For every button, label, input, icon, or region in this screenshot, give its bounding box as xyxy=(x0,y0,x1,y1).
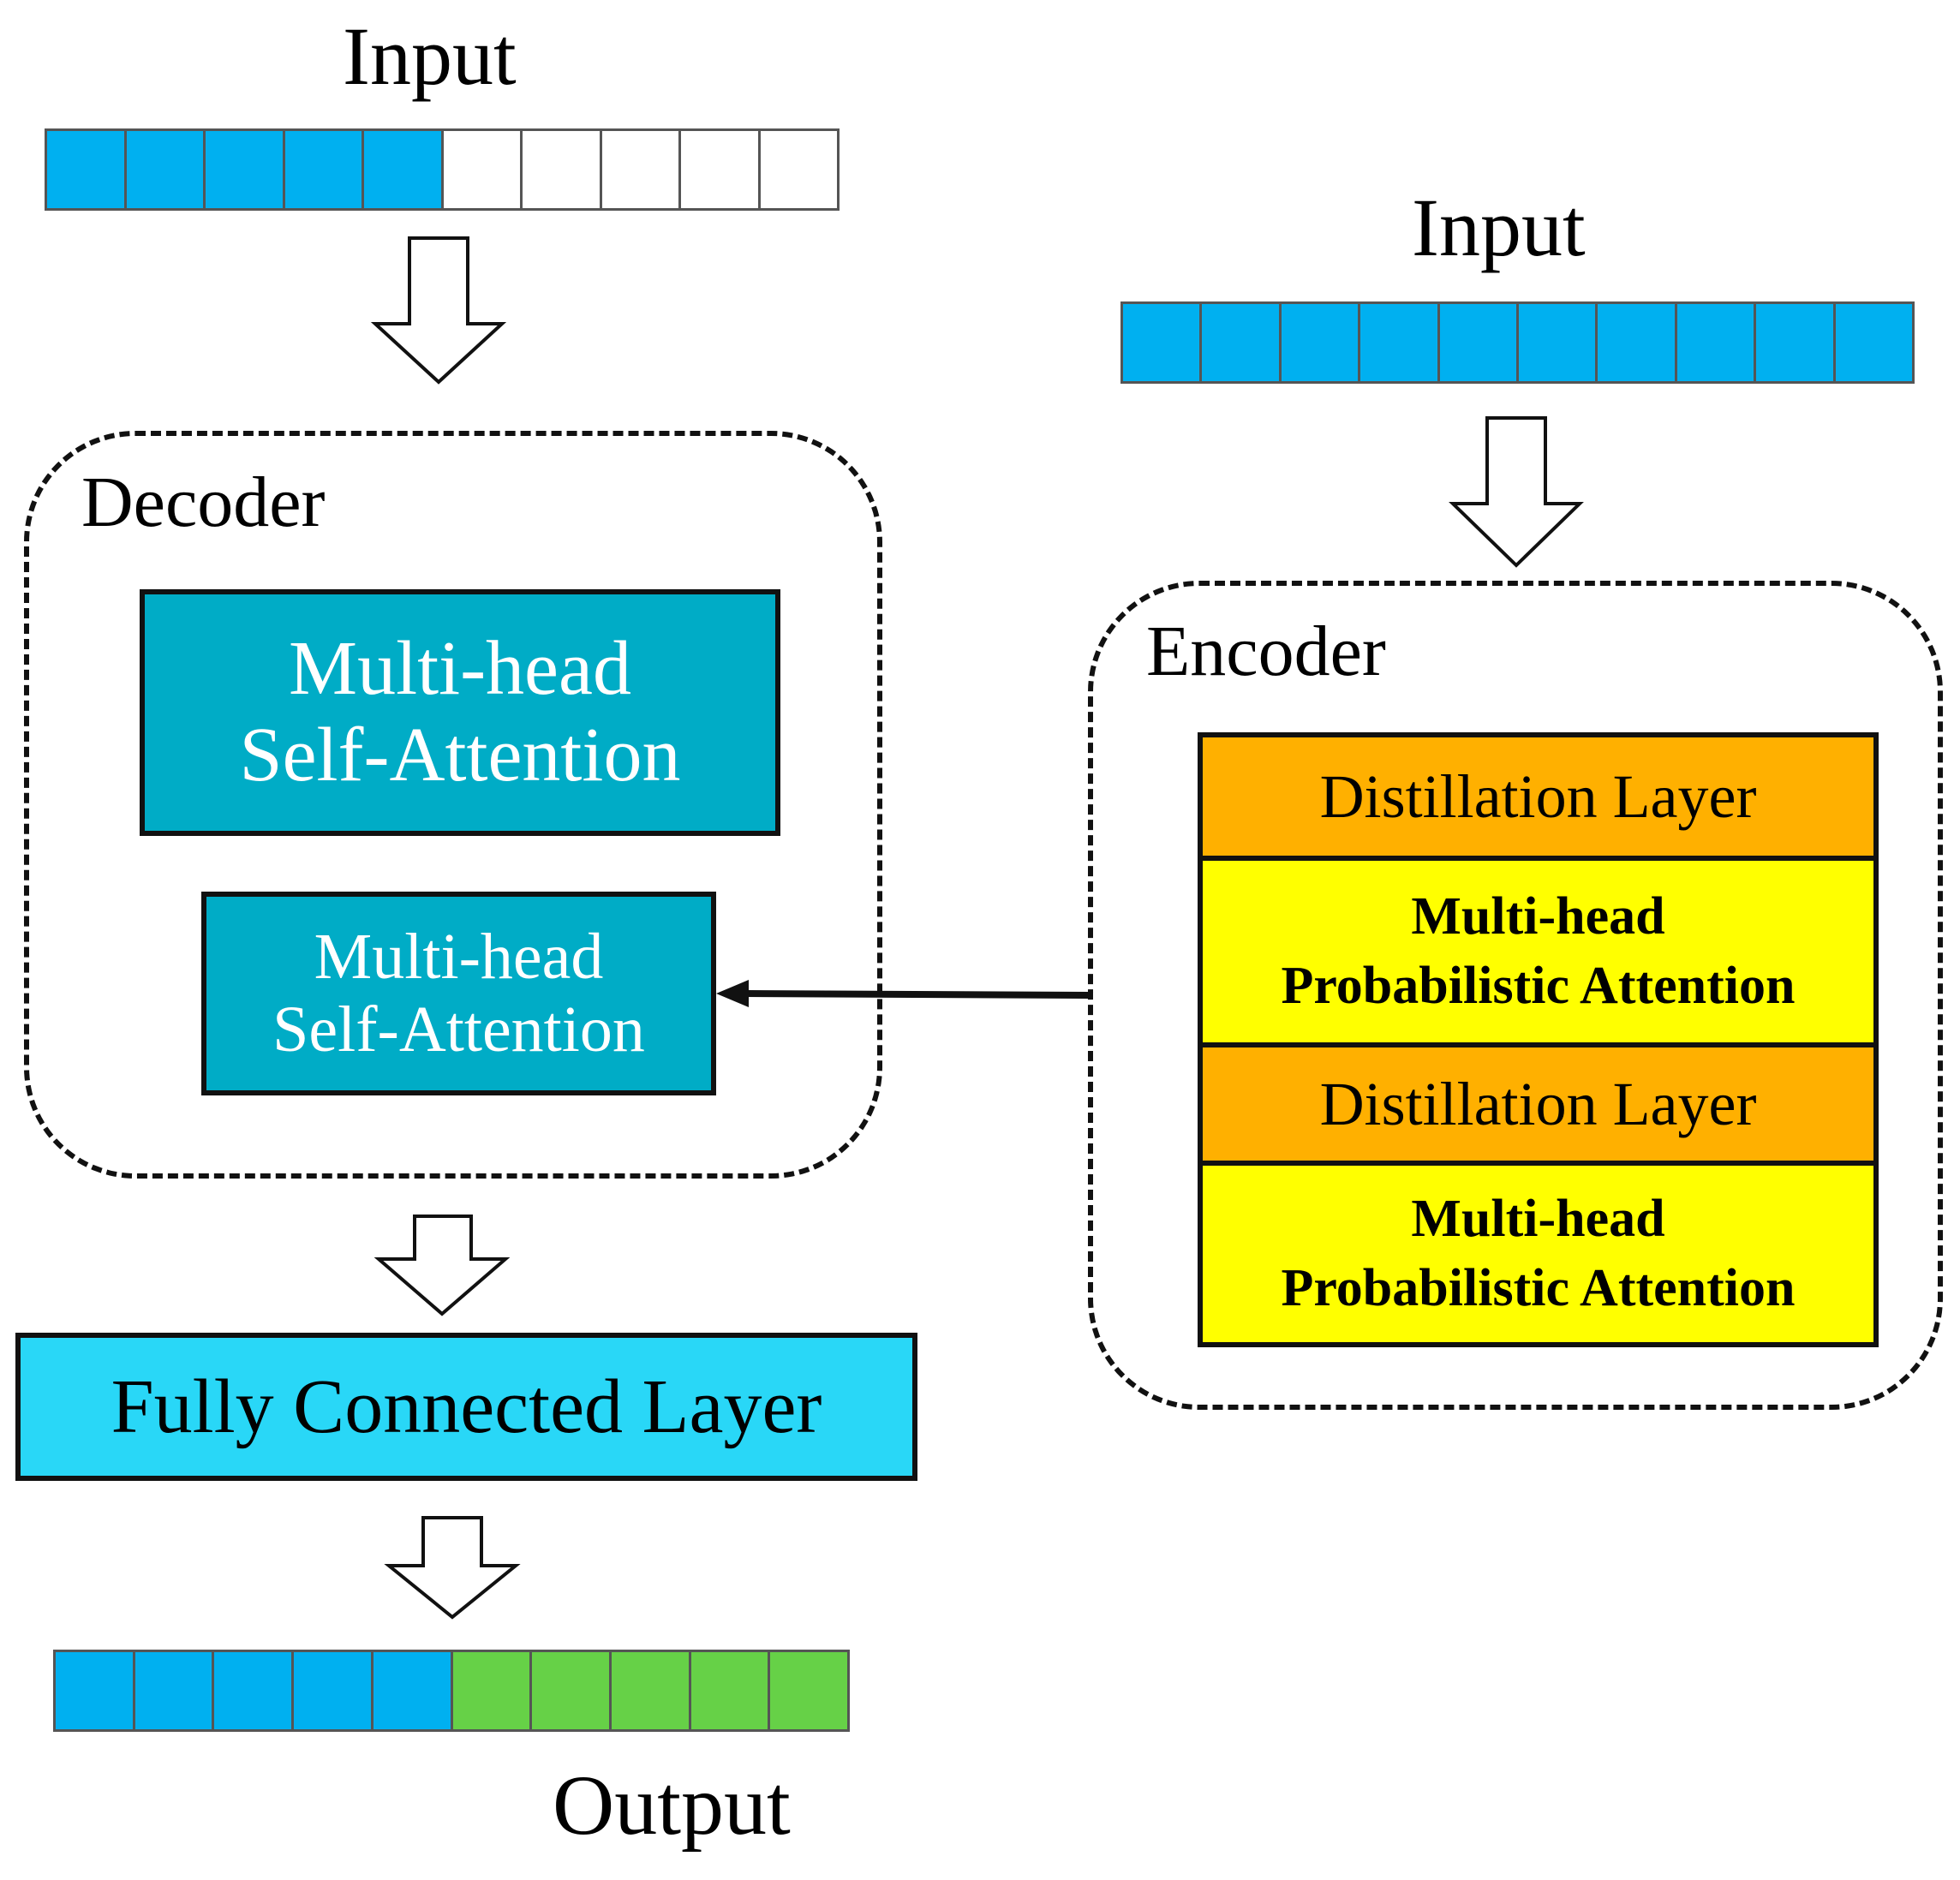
sequence-cell xyxy=(126,131,206,208)
probabilistic-attention-layer: Multi-head Probabilistic Attention xyxy=(1203,861,1873,1047)
sequence-cell xyxy=(214,1652,295,1729)
distillation-layer: Distillation Layer xyxy=(1203,1047,1873,1166)
distillation-layer-label: Distillation Layer xyxy=(1319,761,1757,831)
sequence-cell xyxy=(373,1652,453,1729)
sequence-cell xyxy=(601,131,681,208)
sequence-cell xyxy=(611,1652,691,1729)
sequence-cell xyxy=(1281,304,1361,381)
sequence-cell xyxy=(690,1652,771,1729)
output-sequence xyxy=(53,1650,850,1732)
sequence-cell xyxy=(56,1652,135,1729)
attention-layer-line2: Probabilistic Attention xyxy=(1281,1259,1796,1317)
distillation-layer-label: Distillation Layer xyxy=(1319,1069,1757,1138)
down-arrow-icon xyxy=(373,1215,511,1316)
attention-layer-line1: Multi-head xyxy=(1411,887,1665,946)
sequence-cell xyxy=(134,1652,215,1729)
sequence-cell xyxy=(1598,304,1677,381)
attention-layer-line1: Multi-head xyxy=(1411,1190,1665,1249)
attention-layer-line2: Probabilistic Attention xyxy=(1281,957,1796,1015)
encoder-input-label: Input xyxy=(1412,182,1586,273)
sequence-cell xyxy=(443,131,523,208)
encoder-input-sequence xyxy=(1120,301,1915,384)
probabilistic-attention-layer: Multi-head Probabilistic Attention xyxy=(1203,1166,1873,1342)
decoder-input-label: Input xyxy=(343,10,517,102)
decoder-block-2-line1: Multi-head xyxy=(314,920,604,993)
sequence-cell xyxy=(1123,304,1203,381)
decoder-self-attention-block-1: Multi-head Self-Attention xyxy=(140,589,780,836)
decoder-block-1-line2: Self-Attention xyxy=(239,713,681,797)
down-arrow-icon xyxy=(370,236,507,385)
sequence-cell xyxy=(364,131,444,208)
sequence-cell xyxy=(47,131,127,208)
decoder-self-attention-block-2: Multi-head Self-Attention xyxy=(201,892,716,1095)
sequence-cell xyxy=(1360,304,1440,381)
sequence-cell xyxy=(760,131,837,208)
decoder-title: Decoder xyxy=(81,463,326,542)
left-arrow-icon xyxy=(716,980,1094,1007)
sequence-cell xyxy=(523,131,602,208)
sequence-cell xyxy=(206,131,285,208)
decoder-block-2-line2: Self-Attention xyxy=(272,994,645,1065)
fully-connected-layer: Fully Connected Layer xyxy=(15,1333,917,1481)
down-arrow-icon xyxy=(384,1516,521,1620)
decoder-block-1-line1: Multi-head xyxy=(289,626,631,712)
sequence-cell xyxy=(1676,304,1757,381)
distillation-layer: Distillation Layer xyxy=(1203,737,1873,861)
sequence-cell xyxy=(284,131,364,208)
sequence-cell xyxy=(1835,304,1913,381)
sequence-cell xyxy=(681,131,761,208)
sequence-cell xyxy=(452,1652,533,1729)
sequence-cell xyxy=(1519,304,1598,381)
fully-connected-label: Fully Connected Layer xyxy=(111,1364,822,1449)
sequence-cell xyxy=(1756,304,1836,381)
output-label: Output xyxy=(553,1758,791,1853)
sequence-cell xyxy=(294,1652,373,1729)
down-arrow-icon xyxy=(1449,416,1584,568)
decoder-input-sequence xyxy=(45,128,840,211)
sequence-cell xyxy=(1202,304,1282,381)
sequence-cell xyxy=(532,1652,612,1729)
encoder-layer-stack: Distillation Layer Multi-head Probabilis… xyxy=(1198,732,1879,1347)
sequence-cell xyxy=(770,1652,848,1729)
sequence-cell xyxy=(1439,304,1520,381)
encoder-title: Encoder xyxy=(1146,612,1386,691)
decoder-container xyxy=(24,431,882,1179)
